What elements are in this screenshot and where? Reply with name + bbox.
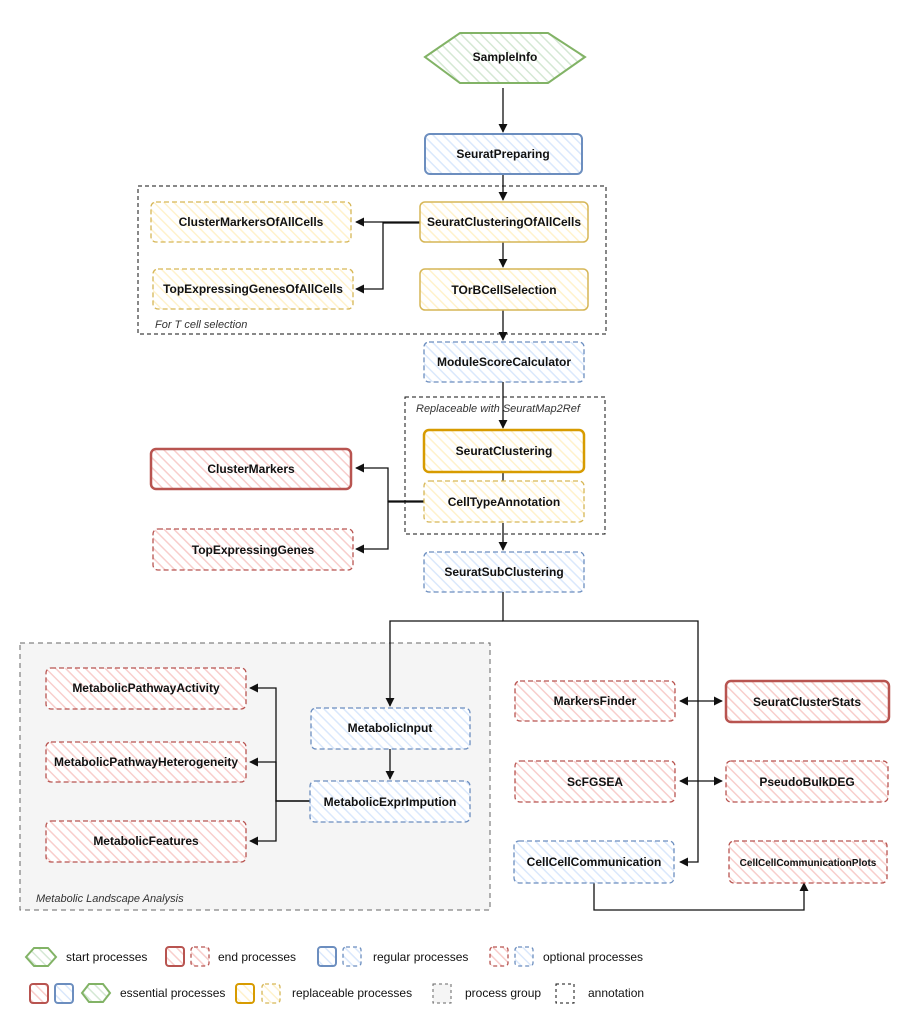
legend: start processes end processes regular pr… <box>24 946 644 1004</box>
node-cell-cell-communication-label: CellCellCommunication <box>527 855 662 869</box>
node-seurat-clustering-all[interactable]: SeuratClusteringOfAllCells <box>419 201 589 243</box>
node-top-expressing-all-label: TopExpressingGenesOfAllCells <box>163 282 343 296</box>
node-seurat-preparing[interactable]: SeuratPreparing <box>424 133 583 175</box>
legend-annotation-icon <box>555 983 575 1004</box>
edge-imputation-features <box>249 800 310 846</box>
node-metabolic-pathway-activity-label: MetabolicPathwayActivity <box>72 681 220 695</box>
legend-regular-dashed-icon <box>342 946 362 967</box>
t-cell-selection-label: For T cell selection <box>155 319 247 331</box>
node-metabolic-input[interactable]: MetabolicInput <box>310 707 471 750</box>
node-top-expressing-genes-label: TopExpressingGenes <box>192 543 315 557</box>
legend-end-label: end processes <box>218 950 296 964</box>
node-metabolic-pathway-activity[interactable]: MetabolicPathwayActivity <box>45 667 247 710</box>
t-cell-selection-group <box>137 185 607 335</box>
edge-celltype-clustermarkers <box>355 463 424 502</box>
legend-essential-blue-icon <box>54 983 74 1004</box>
node-sample-info[interactable]: SampleInfo <box>423 32 587 84</box>
node-seurat-clustering[interactable]: SeuratClustering <box>422 428 586 474</box>
node-module-score-calculator-label: ModuleScoreCalculator <box>437 355 571 369</box>
node-seurat-sub-clustering-label: SeuratSubClustering <box>444 565 563 579</box>
node-cluster-markers-all[interactable]: ClusterMarkersOfAllCells <box>150 201 352 243</box>
legend-essential-label: essential processes <box>120 986 225 1000</box>
node-tor-b-cell-selection-label: TOrBCellSelection <box>451 283 556 297</box>
legend-replaceable-label: replaceable processes <box>292 986 412 1000</box>
legend-replaceable-dashed-icon <box>261 983 281 1004</box>
edge-celltype-topexp <box>355 501 424 554</box>
edge-sub-trunk <box>502 592 699 867</box>
replaceable-group-label: Replaceable with SeuratMap2Ref <box>416 403 581 415</box>
legend-start-icon <box>24 947 58 967</box>
node-seurat-cluster-stats[interactable]: SeuratClusterStats <box>724 679 891 724</box>
legend-optional-red-icon <box>489 946 509 967</box>
legend-start-label: start processes <box>66 950 147 964</box>
legend-replaceable-solid-icon <box>235 983 255 1004</box>
node-sample-info-label: SampleInfo <box>473 50 538 64</box>
node-top-expressing-all[interactable]: TopExpressingGenesOfAllCells <box>152 268 354 310</box>
legend-group-icon <box>432 983 452 1004</box>
node-markers-finder[interactable]: MarkersFinder <box>514 680 676 722</box>
node-metabolic-expr-imputation-label: MetabolicExprImpution <box>324 795 457 809</box>
node-seurat-preparing-label: SeuratPreparing <box>456 147 549 161</box>
node-seurat-clustering-all-label: SeuratClusteringOfAllCells <box>427 215 581 229</box>
legend-optional-label: optional processes <box>543 950 643 964</box>
legend-group-label: process group <box>465 986 541 1000</box>
node-metabolic-pathway-heterogeneity-label: MetabolicPathwayHeterogeneity <box>54 755 238 769</box>
node-metabolic-pathway-heterogeneity[interactable]: MetabolicPathwayHeterogeneity <box>45 741 247 783</box>
node-cell-cell-communication[interactable]: CellCellCommunication <box>513 840 675 884</box>
node-cluster-markers-all-label: ClusterMarkersOfAllCells <box>179 215 324 229</box>
node-sc-fgsea[interactable]: ScFGSEA <box>514 760 676 803</box>
replaceable-group <box>404 396 606 535</box>
node-cell-type-annotation[interactable]: CellTypeAnnotation <box>423 480 585 523</box>
node-cell-type-annotation-label: CellTypeAnnotation <box>448 495 560 509</box>
edge-sub-metabolicinput <box>385 620 503 707</box>
legend-regular-solid-icon <box>317 946 337 967</box>
legend-regular-label: regular processes <box>373 950 468 964</box>
node-metabolic-expr-imputation[interactable]: MetabolicExprImpution <box>309 780 471 823</box>
metabolic-group-label: Metabolic Landscape Analysis <box>36 893 184 905</box>
node-pseudo-bulk-deg-label: PseudoBulkDEG <box>759 775 854 789</box>
node-metabolic-features-label: MetabolicFeatures <box>93 834 199 848</box>
node-metabolic-features[interactable]: MetabolicFeatures <box>45 820 247 863</box>
node-seurat-sub-clustering[interactable]: SeuratSubClustering <box>423 551 585 593</box>
legend-annotation-label: annotation <box>588 986 644 1000</box>
node-markers-finder-label: MarkersFinder <box>554 694 637 708</box>
edges <box>249 88 809 911</box>
edge-clusteringall-topexpall <box>355 222 420 294</box>
node-module-score-calculator[interactable]: ModuleScoreCalculator <box>423 341 585 383</box>
legend-optional-blue-icon <box>514 946 534 967</box>
node-metabolic-input-label: MetabolicInput <box>348 721 433 735</box>
legend-essential-red-icon <box>29 983 49 1004</box>
node-cell-cell-communication-plots[interactable]: CellCellCommunicationPlots <box>728 840 888 884</box>
node-pseudo-bulk-deg[interactable]: PseudoBulkDEG <box>725 760 889 803</box>
node-top-expressing-genes[interactable]: TopExpressingGenes <box>152 528 354 571</box>
legend-end-dashed-icon <box>190 946 210 967</box>
edge-ccc-plots <box>593 882 809 911</box>
node-seurat-clustering-label: SeuratClustering <box>456 444 553 458</box>
node-tor-b-cell-selection[interactable]: TOrBCellSelection <box>419 268 589 311</box>
node-sc-fgsea-label: ScFGSEA <box>567 775 623 789</box>
legend-end-solid-icon <box>165 946 185 967</box>
node-cluster-markers-label: ClusterMarkers <box>207 462 295 476</box>
node-seurat-cluster-stats-label: SeuratClusterStats <box>753 695 861 709</box>
legend-essential-green-icon <box>80 983 112 1003</box>
node-cluster-markers[interactable]: ClusterMarkers <box>149 447 353 491</box>
node-cell-cell-communication-plots-label: CellCellCommunicationPlots <box>740 858 877 869</box>
